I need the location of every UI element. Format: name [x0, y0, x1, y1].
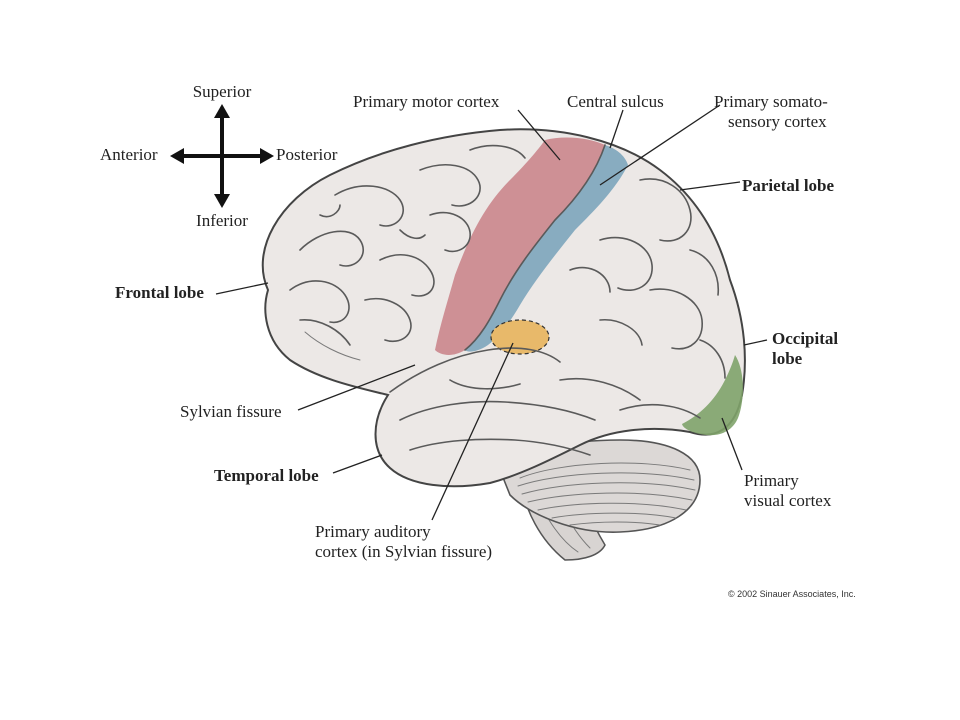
anterior-label: Anterior	[100, 145, 158, 164]
cerebellum-folia	[517, 462, 696, 526]
occipital-lobe-label-line2: lobe	[772, 349, 803, 368]
primary-somatosensory-label-line2: sensory cortex	[728, 112, 827, 131]
superior-label: Superior	[193, 82, 252, 101]
inferior-label: Inferior	[196, 211, 248, 230]
copyright-notice: © 2002 Sinauer Associates, Inc.	[728, 589, 856, 599]
parietal-lobe-label: Parietal lobe	[742, 176, 835, 195]
sylvian-fissure-label: Sylvian fissure	[180, 402, 282, 421]
temporal-lobe-label: Temporal lobe	[214, 466, 319, 485]
primary-auditory-cortex-label-line2: cortex (in Sylvian fissure)	[315, 542, 492, 561]
primary-auditory-cortex-label-line1: Primary auditory	[315, 522, 431, 541]
orientation-compass	[170, 104, 274, 208]
central-sulcus-label: Central sulcus	[567, 92, 664, 111]
occipital-lobe-label-line1: Occipital	[772, 329, 838, 348]
primary-somatosensory-region	[465, 145, 628, 352]
brain-gyri	[289, 144, 726, 456]
posterior-label: Posterior	[276, 145, 338, 164]
primary-auditory-region	[490, 319, 550, 355]
primary-visual-region	[682, 355, 743, 436]
primary-visual-cortex-label-line1: Primary	[744, 471, 799, 490]
leader-lines	[215, 104, 768, 521]
primary-motor-cortex-region	[435, 137, 605, 355]
frontal-lobe-label: Frontal lobe	[115, 283, 204, 302]
primary-somatosensory-label-line1: Primary somato-	[714, 92, 828, 111]
primary-visual-cortex-label-line2: visual cortex	[744, 491, 832, 510]
primary-motor-cortex-label: Primary motor cortex	[353, 92, 500, 111]
